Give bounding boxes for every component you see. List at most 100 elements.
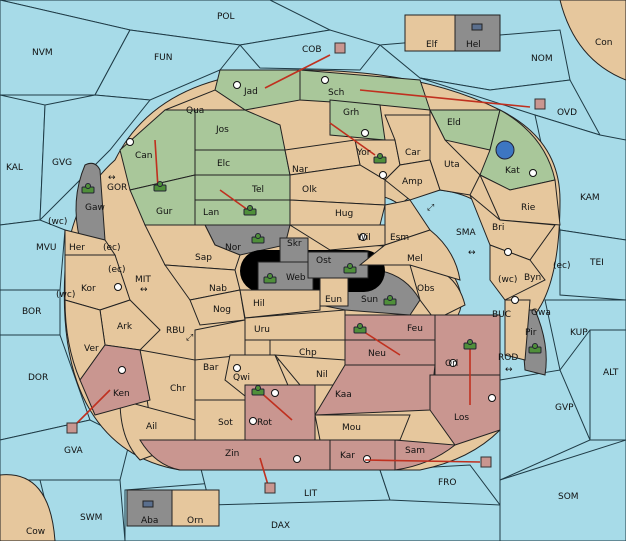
land-qua[interactable] — [164, 89, 247, 111]
label-mou: Mou — [342, 423, 361, 433]
move-arrow — [264, 54, 331, 89]
label-aba: Aba — [141, 516, 158, 526]
land-hel[interactable] — [454, 14, 501, 52]
label-jad: Jad — [243, 87, 258, 97]
land-bri[interactable] — [469, 194, 556, 261]
land-elf[interactable] — [404, 14, 456, 52]
land-orn[interactable] — [171, 489, 220, 527]
sea-region-som[interactable] — [499, 439, 626, 541]
land-mel[interactable] — [358, 229, 461, 281]
label-kaa: Kaa — [335, 390, 352, 400]
fleet-unit[interactable] — [471, 23, 483, 31]
army-unit[interactable] — [528, 343, 542, 354]
fleet-unit[interactable] — [334, 42, 346, 54]
sea-region-alt[interactable] — [589, 329, 626, 441]
army-unit[interactable] — [383, 295, 397, 306]
label-kor: Kor — [81, 284, 96, 294]
label-uru: Uru — [254, 325, 270, 335]
sea-region-tei[interactable] — [559, 229, 626, 301]
label-nab: Nab — [209, 284, 227, 294]
land-elc[interactable] — [194, 149, 291, 176]
land-neu[interactable] — [344, 339, 436, 366]
label-gor: GOR — [107, 183, 127, 193]
sea-region-mvu[interactable] — [0, 219, 66, 291]
label-bar: Bar — [203, 363, 219, 373]
sea-region-lit[interactable] — [199, 464, 391, 506]
sea-labels: POL COB NOM Con NVM FUN OVD KAL GVG KAM … — [6, 12, 619, 537]
label-wil: Wil — [357, 233, 371, 243]
land-mou[interactable] — [314, 414, 411, 441]
fleet-unit[interactable] — [264, 482, 276, 494]
sea-region-kal[interactable] — [0, 94, 46, 226]
sea-region-fun[interactable] — [94, 29, 241, 101]
label-ken: Ken — [113, 389, 130, 399]
land-byn[interactable] — [489, 244, 546, 301]
label-web: Web — [286, 273, 306, 283]
army-unit[interactable] — [373, 153, 387, 164]
label-sam: Sam — [405, 446, 425, 456]
fleet-unit[interactable] — [480, 456, 492, 468]
land-labels: Elf Hel Jad Sch Qua Grh Eld Jos Can Yor … — [48, 40, 571, 526]
fleet-unit[interactable] — [142, 500, 154, 508]
land-can[interactable] — [119, 109, 196, 191]
land-tel[interactable] — [194, 174, 291, 201]
supply-center-marker — [359, 233, 367, 241]
army-unit[interactable] — [343, 263, 357, 274]
sea-region-kup[interactable] — [544, 299, 626, 372]
army-unit[interactable] — [353, 323, 367, 334]
land-ken[interactable] — [79, 344, 151, 416]
label-olk: Olk — [302, 185, 318, 195]
label-orn: Orn — [187, 516, 203, 526]
army-unit[interactable] — [251, 385, 265, 396]
label-sap: Sap — [195, 253, 212, 263]
label-neu: Neu — [368, 349, 386, 359]
label-ec-byn: (ec) — [553, 261, 571, 271]
land-hil[interactable] — [239, 289, 321, 319]
supply-center-marker — [233, 81, 241, 89]
label-cob: COB — [302, 45, 322, 55]
label-pir: Pir — [525, 328, 537, 338]
label-tel: Tel — [251, 185, 264, 195]
label-kam: KAM — [580, 193, 600, 203]
army-unit[interactable] — [153, 181, 167, 192]
land-ost[interactable] — [307, 251, 369, 279]
land-grh[interactable] — [329, 99, 386, 141]
supply-center-marker — [449, 359, 457, 367]
supply-center-marker — [511, 296, 519, 304]
label-lit: LIT — [304, 489, 318, 499]
sma-connection-icon: ⤢ — [426, 203, 434, 213]
land-los[interactable] — [429, 374, 501, 446]
land-olk[interactable] — [289, 164, 386, 206]
label-ec-kor: (ec) — [108, 265, 126, 275]
label-cow: Cow — [26, 527, 45, 537]
land-amp[interactable] — [384, 159, 441, 201]
army-unit[interactable] — [81, 183, 95, 194]
label-feu: Feu — [407, 324, 423, 334]
supply-center-marker — [114, 283, 122, 291]
supply-center-marker — [233, 364, 241, 372]
kat-unit-icon[interactable] — [495, 140, 515, 160]
army-unit[interactable] — [263, 273, 277, 284]
land-rie[interactable] — [478, 173, 561, 226]
move-arrow — [364, 459, 481, 463]
label-elf: Elf — [426, 40, 438, 50]
sea-region-cob[interactable] — [239, 29, 381, 71]
gor-connection-icon: ↔ — [108, 173, 116, 183]
label-amp: Amp — [402, 177, 423, 187]
label-gaw: Gaw — [85, 203, 105, 213]
label-sch: Sch — [328, 88, 344, 98]
fleet-unit[interactable] — [534, 98, 546, 110]
army-unit[interactable] — [251, 233, 265, 244]
label-eld: Eld — [447, 118, 461, 128]
land-jad[interactable] — [214, 69, 301, 111]
label-alt: ALT — [603, 368, 619, 378]
land-gwa[interactable] — [504, 299, 531, 361]
land-eun[interactable] — [319, 277, 349, 307]
land-zin[interactable] — [139, 439, 331, 471]
army-unit[interactable] — [243, 205, 257, 216]
move-arrow — [154, 139, 159, 189]
army-unit[interactable] — [463, 339, 477, 350]
fleet-unit[interactable] — [66, 422, 78, 434]
label-swm: SWM — [80, 513, 102, 523]
